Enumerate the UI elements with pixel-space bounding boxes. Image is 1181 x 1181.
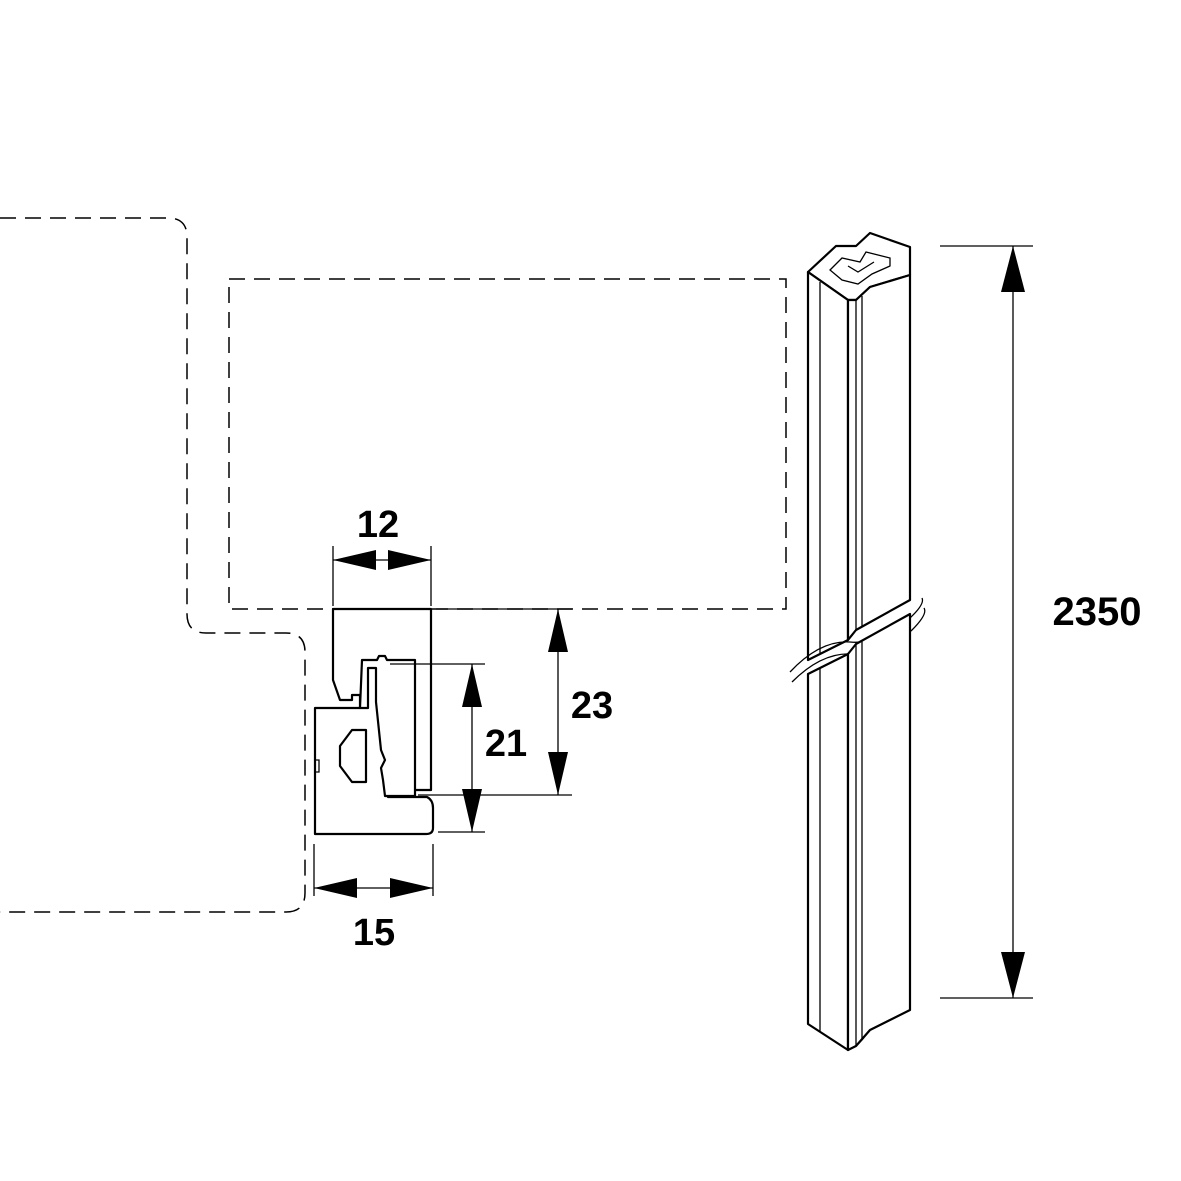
- rail-top-slot: [829, 251, 891, 285]
- rail-top-groove: [847, 261, 875, 273]
- profile-cross-section: [313, 607, 435, 836]
- rail-left-face-lower: [806, 652, 850, 1052]
- door-dashed-outline: [228, 278, 787, 610]
- rail-right-face-upper: [846, 273, 912, 642]
- dimension-width-top: 12: [332, 504, 432, 606]
- dimension-label-length: 2350: [1053, 590, 1142, 634]
- dimension-label-width-bottom: 15: [353, 912, 395, 954]
- profile-side-notch: [315, 759, 320, 773]
- profile-inner-slot: [358, 654, 417, 798]
- dimension-width-bottom: 15: [313, 844, 434, 954]
- dimension-label-height-inner: 21: [485, 723, 527, 765]
- rail-left-face-upper: [806, 270, 850, 662]
- profile-rail-3d: [789, 231, 926, 1052]
- rail-right-face-lower: [846, 612, 912, 1052]
- dimension-label-width-top: 12: [357, 504, 399, 546]
- profile-hexagon-chamber: [338, 728, 368, 784]
- dimension-height-inner: 21: [390, 663, 527, 833]
- panel-dashed-outline: [0, 217, 306, 913]
- dimension-label-height-outer: 23: [571, 685, 613, 727]
- dimension-height-outer: 23: [418, 608, 613, 796]
- dimension-length: 2350: [940, 245, 1142, 999]
